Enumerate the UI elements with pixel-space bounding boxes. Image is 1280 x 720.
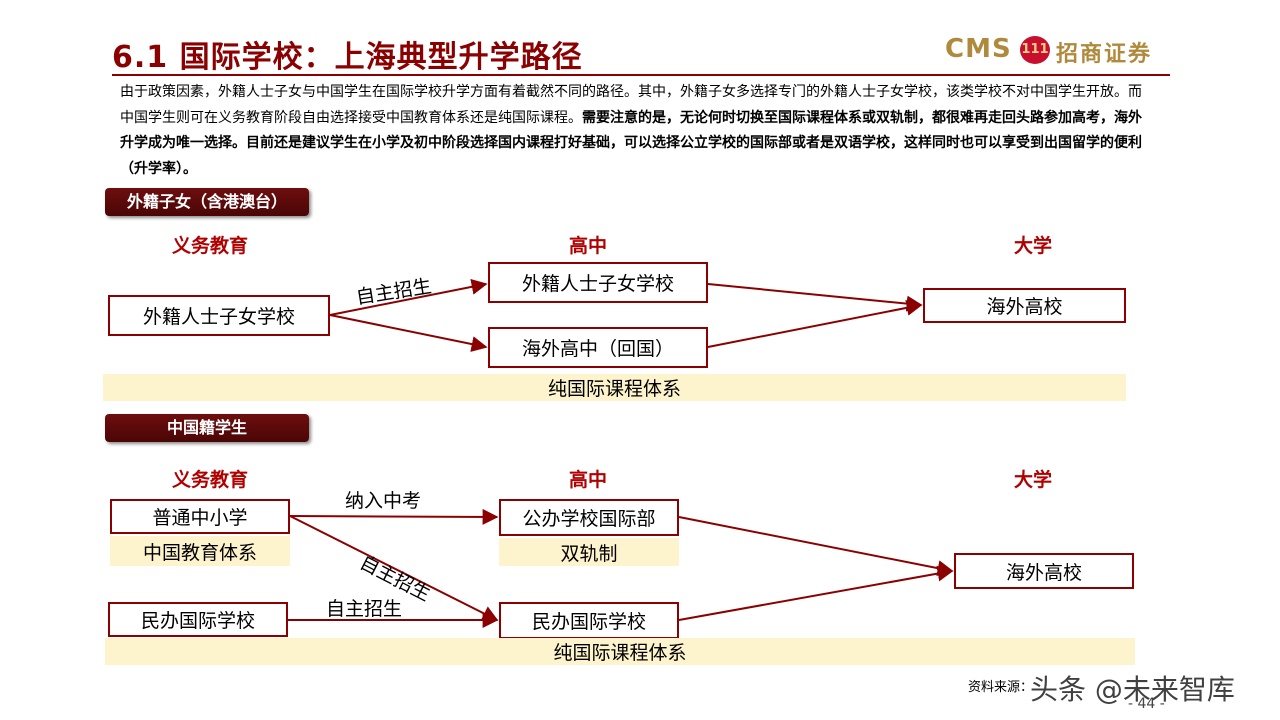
band-dual-track: 双轨制 bbox=[499, 538, 679, 566]
source-note: 资料来源： bbox=[968, 680, 1034, 695]
col-head-high-2: 高中 bbox=[568, 469, 608, 491]
edge-public-to-high-public bbox=[289, 508, 499, 525]
band-international-curriculum-1: 纯国际课程体系 bbox=[103, 374, 1126, 401]
edge-high2-to-uni bbox=[707, 299, 923, 348]
logo-cms-text: CMS bbox=[945, 34, 1012, 64]
edge-high-private-to-uni bbox=[678, 565, 954, 621]
edge-label-self-enroll-private: 自主招生 bbox=[326, 598, 403, 620]
page-number: - 44 - bbox=[1128, 696, 1165, 712]
edge-high1-to-uni bbox=[707, 283, 923, 312]
page-title: 6.1 国际学校：上海典型升学路径 bbox=[112, 40, 583, 75]
intro-bold-text: 需要注意的是，无论何时切换至国际课程体系或双轨制，都很难再走回头路参加高考，海外… bbox=[120, 109, 1142, 177]
col-head-university: 大学 bbox=[1013, 235, 1053, 257]
watermark: 头条 @未来智库 bbox=[1030, 673, 1235, 706]
node-overseas-university: 海外高校 bbox=[923, 288, 1126, 323]
logo-cn-text: 招商证券 bbox=[1056, 41, 1153, 67]
col-head-compulsory: 义务教育 bbox=[171, 235, 249, 257]
edge-high-public-to-uni bbox=[678, 516, 954, 577]
node-foreign-high-school: 外籍人士子女学校 bbox=[488, 262, 708, 303]
title-divider bbox=[112, 74, 1170, 76]
edge-label-zhongkao: 纳入中考 bbox=[345, 490, 422, 512]
section-tag-chinese: 中国籍学生 bbox=[105, 414, 309, 442]
band-chinese-system: 中国教育体系 bbox=[110, 536, 290, 566]
col-head-high: 高中 bbox=[568, 235, 608, 257]
intro-paragraph: 由于政策因素，外籍人士子女与中国学生在国际学校升学方面有着截然不同的路径。其中，… bbox=[120, 80, 1150, 182]
node-foreign-school: 外籍人士子女学校 bbox=[108, 295, 330, 336]
col-head-university-2: 大学 bbox=[1013, 469, 1053, 491]
section-tag-foreign: 外籍子女（含港澳台） bbox=[105, 188, 309, 216]
node-public-school: 普通中小学 bbox=[110, 499, 290, 534]
intro-normal-text: 由于政策因素，外籍人士子女与中国学生在国际学校升学方面有着截然不同的路径。其中，… bbox=[120, 84, 1142, 126]
logo-badge-icon: 111 bbox=[1020, 36, 1050, 64]
edge-public-to-high-private bbox=[289, 515, 499, 621]
node-high-private-international: 民办国际学校 bbox=[499, 602, 679, 639]
col-head-compulsory-2: 义务教育 bbox=[171, 469, 249, 491]
node-overseas-high: 海外高中（回国） bbox=[488, 327, 708, 368]
node-private-international-school: 民办国际学校 bbox=[108, 602, 288, 637]
node-overseas-university-2: 海外高校 bbox=[954, 553, 1134, 589]
node-public-intl-department: 公办学校国际部 bbox=[499, 499, 679, 536]
band-international-curriculum-2: 纯国际课程体系 bbox=[105, 638, 1135, 665]
edge-start-to-high1 bbox=[329, 278, 488, 316]
edge-start-to-high2 bbox=[329, 314, 488, 352]
